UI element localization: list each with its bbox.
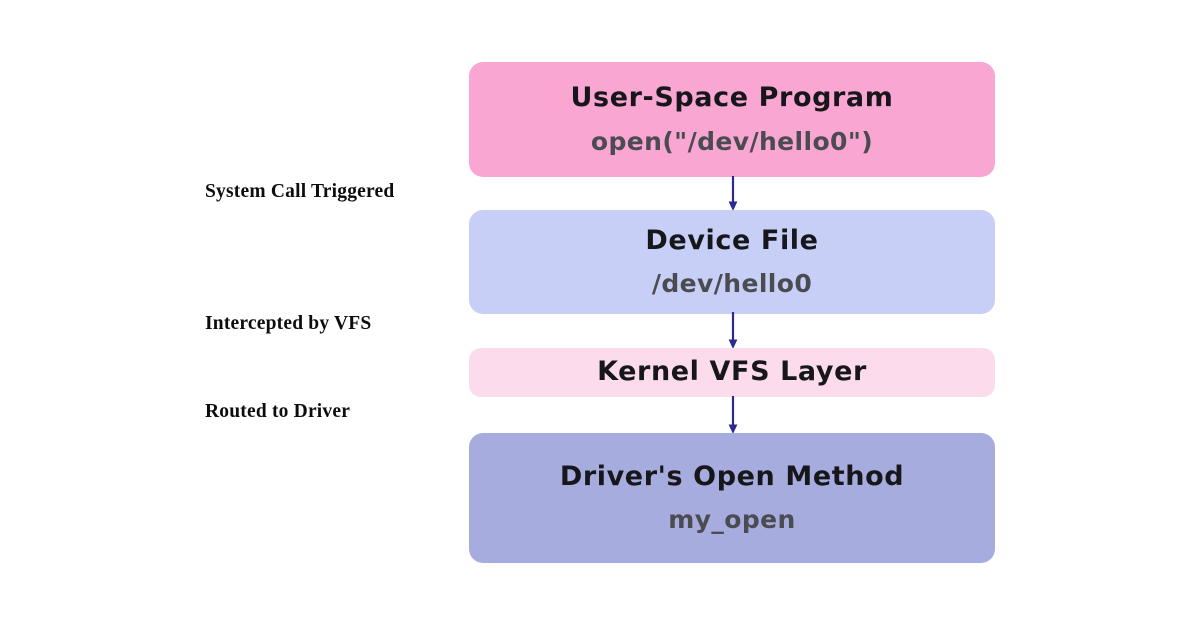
node-subtitle: my_open xyxy=(668,505,796,535)
node-subtitle: open("/dev/hello0") xyxy=(590,126,874,156)
side-label-system-call-triggered: System Call Triggered xyxy=(205,181,395,202)
node-drivers-open-method: Driver's Open Method my_open xyxy=(469,433,995,563)
arrow-user-space-program-to-device-file xyxy=(727,176,739,212)
arrow-kernel-vfs-layer-to-drivers-open-method xyxy=(727,396,739,435)
arrow-device-file-to-kernel-vfs-layer xyxy=(727,312,739,350)
node-title: Device File xyxy=(645,224,819,256)
side-label-routed-to-driver: Routed to Driver xyxy=(205,401,351,422)
side-label-intercepted-by-vfs: Intercepted by VFS xyxy=(205,313,372,334)
node-kernel-vfs-layer: Kernel VFS Layer xyxy=(469,348,995,397)
node-title: User-Space Program xyxy=(570,82,894,114)
node-device-file: Device File /dev/hello0 xyxy=(469,210,995,314)
node-subtitle: /dev/hello0 xyxy=(651,269,813,299)
node-user-space-program: User-Space Program open("/dev/hello0") xyxy=(469,62,995,177)
node-title: Kernel VFS Layer xyxy=(597,356,867,388)
node-title: Driver's Open Method xyxy=(559,460,905,492)
